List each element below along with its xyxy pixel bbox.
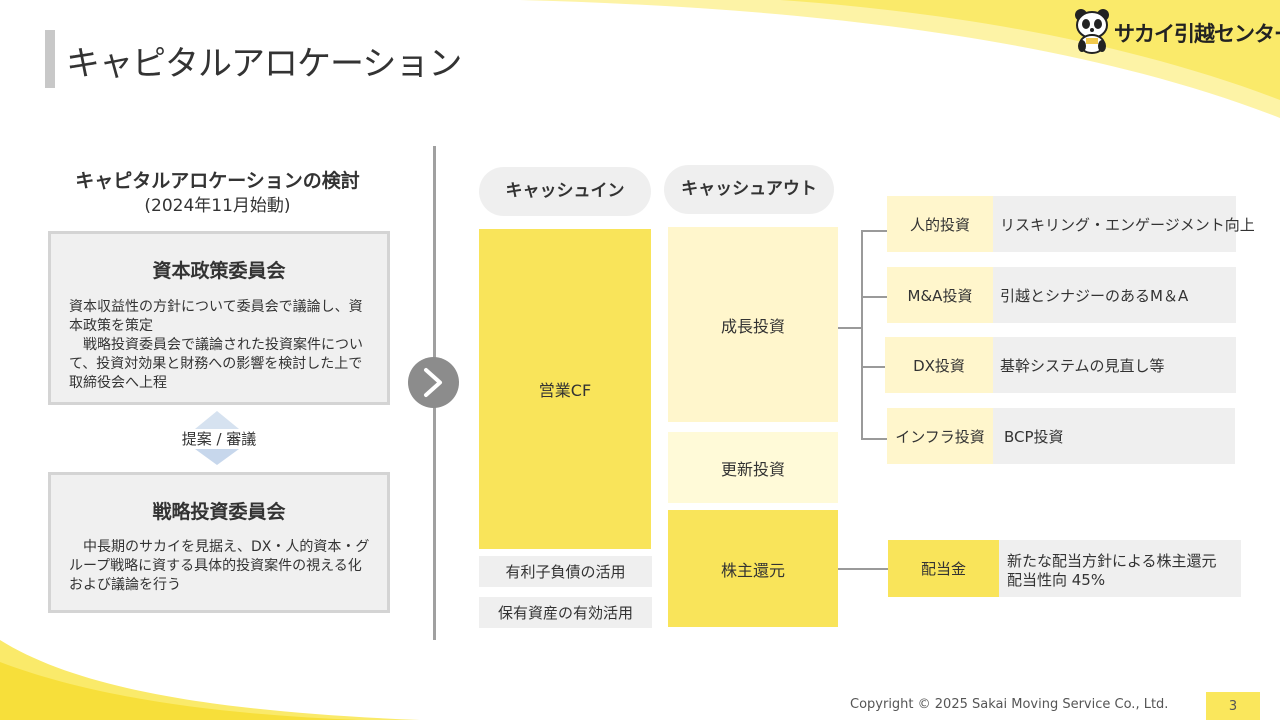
dividend-detail: 新たな配当方針による株主還元 配当性向 45% — [999, 540, 1241, 597]
company-logo: サカイ引越センター — [1074, 6, 1280, 54]
page-number: 3 — [1206, 692, 1260, 720]
growth-investment-block: 成長投資 — [668, 227, 838, 422]
strategic-investment-committee-box: 戦略投資委員会 中長期のサカイを見据え、DX・人的資本・グループ戦略に資する具体… — [48, 472, 390, 613]
committee-title: 資本政策委員会 — [152, 260, 286, 282]
committee-body: 中長期のサカイを見据え、DX・人的資本・グループ戦略に資する具体的投資案件の視え… — [69, 539, 370, 593]
connector-line — [861, 230, 887, 232]
committee-title: 戦略投資委員会 — [152, 501, 286, 523]
copyright-text: Copyright © 2025 Sakai Moving Service Co… — [850, 697, 1169, 712]
growth-detail-text: 基幹システムの見直し等 — [993, 337, 1236, 393]
committee-body: 資本収益性の方針について委員会で議論し、資本政策を策定 戦略投資委員会で議論され… — [69, 299, 363, 391]
capital-policy-committee-box: 資本政策委員会 資本収益性の方針について委員会で議論し、資本政策を策定 戦略投資… — [48, 231, 390, 405]
connector-line — [838, 568, 888, 570]
connector-line — [861, 366, 887, 368]
growth-detail-category: 人的投資 — [887, 196, 993, 252]
left-panel-heading: キャピタルアロケーションの検討 — [75, 170, 360, 192]
title-accent-bar — [45, 30, 55, 88]
connector-line — [838, 327, 862, 329]
connector-line — [861, 438, 887, 440]
chevron-right-icon — [424, 368, 442, 397]
cash-in-item: 保有資産の有効活用 — [479, 597, 652, 628]
growth-detail-text: 引越とシナジーのあるM＆A — [993, 267, 1236, 323]
connector-line — [861, 296, 887, 298]
growth-detail-text: BCP投資 — [993, 408, 1235, 464]
growth-detail-text: リスキリング・エンゲージメント向上 — [993, 196, 1255, 252]
cash-in-header: キャッシュイン — [479, 167, 651, 216]
logo-text: サカイ引越センター — [1114, 22, 1280, 46]
connector-line — [861, 230, 863, 439]
shareholder-return-block: 株主還元 — [668, 510, 838, 627]
growth-detail-category: DX投資 — [885, 337, 993, 393]
arrow-circle — [408, 357, 459, 408]
panda-icon — [1075, 9, 1109, 54]
dividend-detail-line: 配当性向 45% — [1007, 571, 1106, 589]
cash-out-header: キャッシュアウト — [664, 165, 834, 214]
cash-in-item: 有利子負債の活用 — [479, 556, 652, 587]
bidirectional-arrow-icon — [195, 411, 239, 465]
page-title: キャピタルアロケーション — [66, 44, 462, 84]
growth-detail-category: インフラ投資 — [887, 408, 993, 464]
growth-detail-category: M&A投資 — [887, 267, 993, 323]
dividend-detail-line: 新たな配当方針による株主還元 — [1007, 552, 1217, 570]
relation-label: 提案 / 審議 — [181, 430, 257, 448]
operating-cf-block: 営業CF — [479, 229, 651, 549]
renewal-investment-block: 更新投資 — [668, 432, 838, 503]
left-panel-subheading: (2024年11月始動) — [144, 196, 291, 216]
dividend-category: 配当金 — [888, 540, 999, 597]
